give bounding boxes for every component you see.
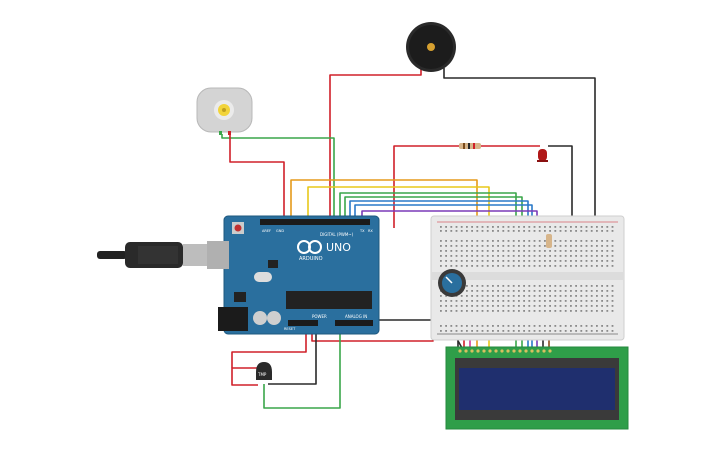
analog-label: ANALOG IN [345, 314, 367, 319]
aref-label: AREF [262, 229, 271, 233]
wire-motor-green[interactable] [221, 134, 335, 228]
wire-gnd-black[interactable] [372, 319, 441, 333]
gnd-label: GND [276, 229, 284, 233]
resistor[interactable] [459, 143, 481, 149]
wire-sensor-black[interactable] [268, 328, 317, 385]
wire-sensor-red-up[interactable] [231, 328, 307, 368]
tx-label: TX [359, 229, 365, 233]
board-model: UNO [326, 241, 351, 254]
power-label: POWER [312, 314, 327, 319]
power-jack[interactable] [218, 307, 248, 331]
breadboard-resistor[interactable] [546, 234, 552, 248]
red-led[interactable] [537, 149, 548, 162]
usb-cable[interactable] [97, 241, 229, 269]
digital-label: DIGITAL (PWM~) [320, 232, 354, 237]
lcd-16x2[interactable] [445, 346, 629, 430]
reset-button[interactable] [234, 224, 242, 232]
analog-header[interactable] [335, 320, 373, 326]
lcd-pins [458, 349, 552, 353]
potentiometer[interactable] [438, 269, 466, 297]
atmega-chip [286, 291, 372, 309]
wire-buzzer-black[interactable] [443, 68, 596, 222]
arduino-uno-board[interactable]: UNO ARDUINO DIGITAL (PWM~) AREF GND TX R… [207, 215, 380, 335]
lcd-screen [459, 368, 615, 410]
sensor-label: TMP [257, 372, 267, 377]
digital-header[interactable] [260, 219, 370, 225]
temperature-sensor[interactable]: TMP [256, 362, 272, 380]
reset-label: RESET [284, 327, 296, 331]
wire-sensor-red[interactable] [231, 367, 258, 386]
usb-port[interactable] [207, 241, 229, 269]
piezo-buzzer[interactable] [406, 22, 456, 72]
dc-motor[interactable] [196, 87, 253, 135]
wire-motor-red[interactable] [229, 134, 285, 228]
power-header[interactable] [288, 320, 318, 326]
wire-buzzer-red[interactable] [329, 68, 422, 228]
wire-led-black[interactable] [548, 145, 573, 222]
wire-sensor-green[interactable] [263, 328, 341, 409]
board-brand: ARDUINO [299, 256, 323, 262]
arduino-logo [297, 240, 322, 254]
rx-label: RX [368, 229, 373, 233]
